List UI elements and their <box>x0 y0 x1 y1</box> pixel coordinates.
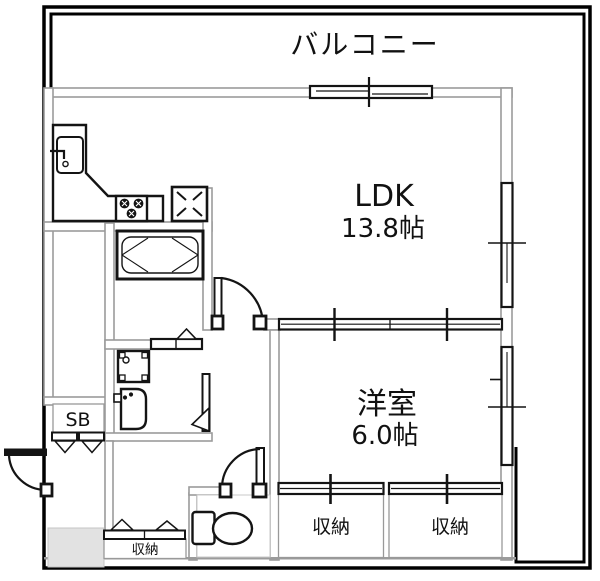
shoe-box-label: SB <box>65 409 90 431</box>
wall-left <box>43 87 54 399</box>
bathroom <box>115 229 205 351</box>
closet-right-b-label: 収納 <box>431 516 469 538</box>
windows <box>277 77 526 504</box>
washing-machine-pan-icon <box>116 349 151 384</box>
ldk-bedroom-partition-window-icon <box>277 308 504 341</box>
ldk-right-window-icon <box>488 181 526 309</box>
labels: バルコニー LDK 13.8帖 洋室 6.0帖 収納 収納 収納 SB <box>65 28 469 558</box>
vent-unit-icon <box>170 185 209 223</box>
closet-right-a-label: 収納 <box>312 516 350 538</box>
balcony-sliding-window-icon <box>308 77 434 107</box>
ldk-hall-door-icon <box>210 276 268 331</box>
western-room-size: 6.0帖 <box>351 421 418 451</box>
wall-top <box>50 87 513 98</box>
shoe-box <box>52 403 105 435</box>
closet-right-b-box <box>388 493 503 559</box>
entrance-door-icon <box>4 448 54 498</box>
washroom <box>113 349 211 433</box>
washroom-folding-door-icon <box>190 373 211 433</box>
closet-boxes <box>52 403 503 560</box>
wall-bath-left <box>104 222 115 442</box>
shoe-box-doors-icon <box>51 431 105 454</box>
kitchen-sink-icon <box>50 136 84 174</box>
washbasin-icon <box>113 387 148 431</box>
closet-hall-label: 収納 <box>132 542 159 558</box>
balcony-label: バルコニー <box>290 28 439 61</box>
hall-closet-door-icon <box>103 518 186 540</box>
wall-bedroom-left <box>269 329 280 561</box>
ldk-size: 13.8帖 <box>341 214 425 244</box>
closet-a-sliding-door-icon <box>277 474 385 504</box>
wall-bottom-line <box>44 557 516 560</box>
wall-bath-bottom <box>104 339 152 350</box>
closet-right-a-box <box>277 493 385 559</box>
wall-washroom-bottom <box>104 432 213 442</box>
gas-stove-icon <box>114 194 149 223</box>
wall-hall-right <box>104 440 114 533</box>
closet-b-sliding-door-icon <box>387 474 504 504</box>
western-room-label: 洋室 <box>357 387 417 422</box>
kitchen <box>50 123 209 223</box>
toilet-door-icon <box>218 447 268 499</box>
genkan-floor <box>47 527 105 568</box>
bathroom-door-icon <box>149 327 204 351</box>
bedroom-right-window-icon <box>488 345 526 467</box>
ldk-label: LDK <box>354 179 415 214</box>
toilet-icon <box>191 510 254 546</box>
bathtub-icon <box>115 229 205 281</box>
doors <box>4 276 268 540</box>
